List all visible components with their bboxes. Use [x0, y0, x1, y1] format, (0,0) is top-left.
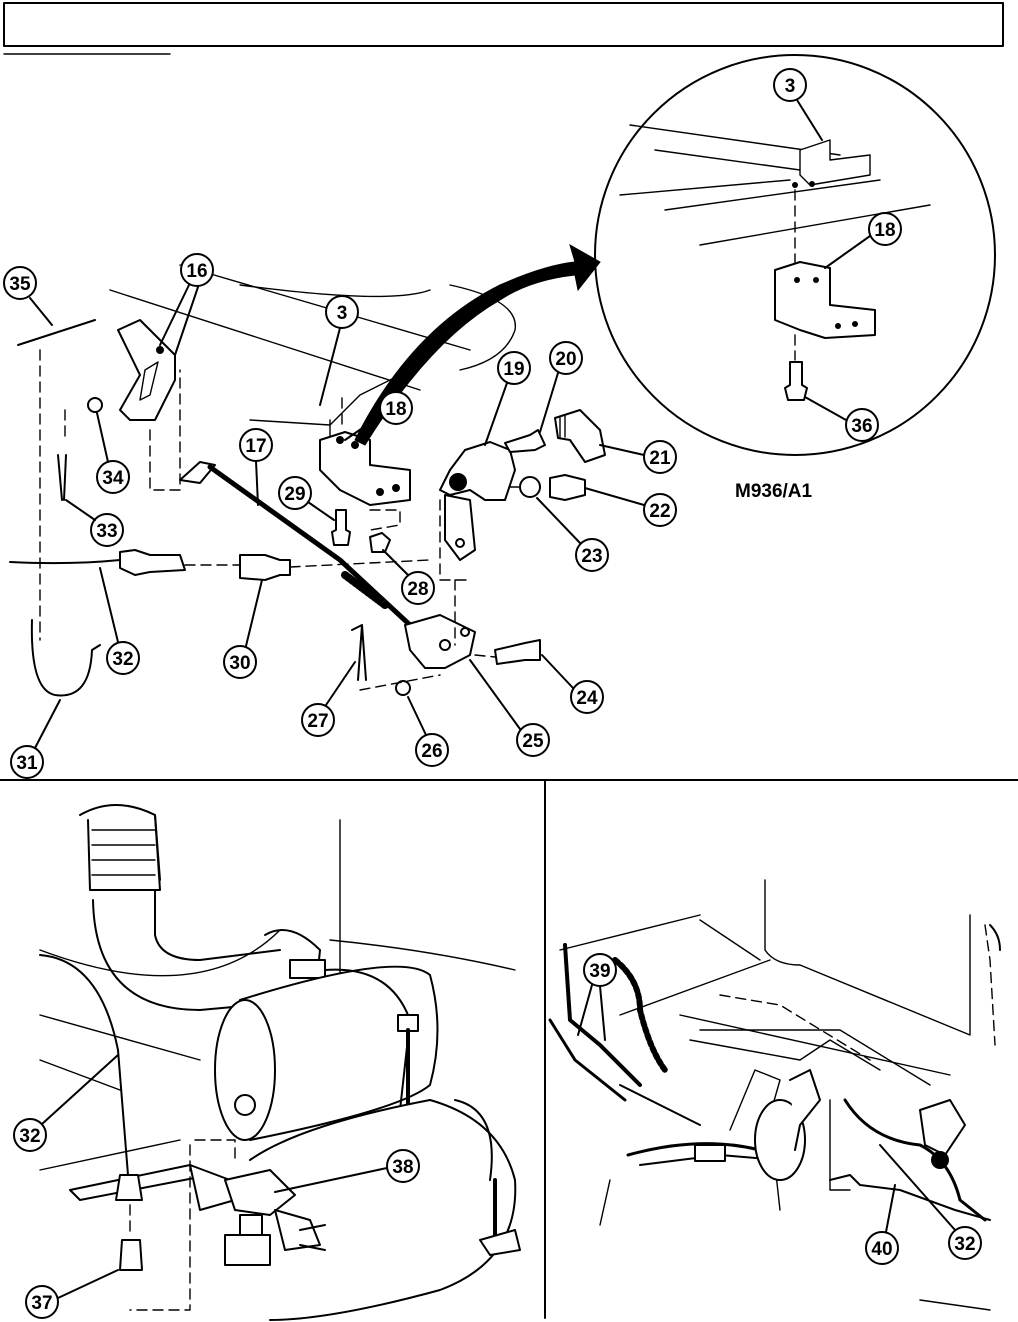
- svg-text:33: 33: [96, 521, 117, 542]
- cable-32: [9, 559, 121, 565]
- callout-39: 39: [577, 953, 617, 1041]
- svg-text:28: 28: [407, 579, 428, 600]
- svg-text:20: 20: [555, 349, 576, 370]
- fitting-30: [239, 554, 291, 581]
- cotter-pin-33: [57, 454, 67, 501]
- header-box: [3, 2, 1004, 55]
- cable-end-fitting: [115, 1174, 143, 1201]
- svg-text:17: 17: [245, 436, 266, 457]
- svg-text:34: 34: [102, 468, 124, 489]
- callout-26: 26: [407, 696, 449, 767]
- underbody-panel: [559, 879, 996, 1311]
- svg-text:35: 35: [9, 274, 31, 295]
- callout-27: 27: [301, 661, 356, 737]
- callout-28: 28: [382, 549, 435, 605]
- bolt-29: [331, 509, 351, 546]
- callout-22: 22: [584, 487, 677, 527]
- underbody-tubes: [548, 924, 1001, 1222]
- callout-17: 17: [239, 428, 273, 506]
- callout-34: 34: [96, 412, 130, 494]
- svg-text:40: 40: [871, 1239, 892, 1260]
- callout-32-tank: 32: [13, 1054, 119, 1152]
- cotter-pin-27: [351, 624, 367, 681]
- callout-20: 20: [539, 341, 583, 433]
- nut-28: [369, 532, 391, 553]
- pin-24: [494, 639, 541, 665]
- callout-29: 29: [278, 476, 335, 521]
- cable-32-bottom: [39, 954, 129, 1176]
- svg-text:24: 24: [576, 688, 598, 709]
- svg-text:37: 37: [31, 1293, 52, 1314]
- callouts: 35 16 3 18 17 19: [3, 68, 982, 1319]
- callout-37: 37: [25, 1269, 119, 1319]
- callout-25: 25: [469, 659, 550, 757]
- svg-text:29: 29: [284, 484, 305, 505]
- clamp-31: [30, 619, 101, 697]
- callout-18: 18: [344, 391, 413, 441]
- callout-3-inset: 3: [773, 68, 823, 141]
- inset-detail: M936/A1: [594, 54, 996, 502]
- svg-text:36: 36: [851, 416, 872, 437]
- callout-32-underbody: 32: [879, 1144, 982, 1260]
- air-tank-lower: [249, 1099, 521, 1321]
- model-label: M936/A1: [735, 481, 813, 502]
- svg-text:27: 27: [307, 711, 328, 732]
- svg-text:21: 21: [649, 448, 671, 469]
- callout-38: 38: [274, 1149, 420, 1193]
- cable-fitting: [119, 549, 186, 576]
- bolt-20: [504, 429, 546, 453]
- svg-text:26: 26: [421, 741, 442, 762]
- nut-23: [519, 476, 541, 498]
- pipe-35: [17, 319, 96, 346]
- svg-text:18: 18: [385, 399, 406, 420]
- lever-19: [439, 441, 516, 646]
- clevis-25: [404, 614, 476, 669]
- callout-3: 3: [319, 295, 359, 406]
- callout-18-inset: 18: [824, 212, 902, 269]
- svg-text:25: 25: [522, 731, 544, 752]
- callout-36: 36: [804, 396, 879, 442]
- callout-31: 31: [10, 699, 61, 779]
- air-tank-upper: [214, 965, 441, 1141]
- svg-text:3: 3: [337, 303, 348, 324]
- svg-text:30: 30: [229, 653, 250, 674]
- callout-19: 19: [484, 351, 531, 446]
- callout-32: 32: [99, 567, 140, 675]
- svg-text:16: 16: [186, 261, 207, 282]
- washer-34: [87, 397, 103, 413]
- callout-30: 30: [223, 579, 263, 679]
- svg-text:31: 31: [16, 753, 38, 774]
- callout-33: 33: [65, 499, 124, 547]
- svg-text:22: 22: [649, 501, 670, 522]
- elbow-21: [554, 409, 606, 463]
- svg-text:23: 23: [581, 546, 602, 567]
- callout-35: 35: [3, 266, 53, 326]
- fitting-22: [549, 474, 586, 501]
- fitting-37: [119, 1239, 143, 1271]
- callout-23: 23: [536, 497, 609, 572]
- svg-text:3: 3: [785, 76, 796, 97]
- svg-text:32: 32: [954, 1234, 975, 1255]
- callout-40: 40: [865, 1184, 899, 1265]
- svg-text:39: 39: [589, 961, 610, 982]
- callout-16: 16: [159, 253, 214, 356]
- svg-text:18: 18: [874, 220, 895, 241]
- callout-21: 21: [599, 440, 677, 474]
- tank-panel: [39, 804, 516, 1171]
- bracket-16: [117, 319, 181, 491]
- washer-26: [395, 680, 411, 696]
- svg-text:19: 19: [503, 359, 524, 380]
- svg-text:38: 38: [392, 1157, 413, 1178]
- rod-17: [179, 461, 413, 628]
- callout-24: 24: [541, 654, 604, 714]
- detail-arrow: [354, 243, 601, 446]
- svg-text:32: 32: [112, 649, 133, 670]
- svg-text:32: 32: [19, 1126, 40, 1147]
